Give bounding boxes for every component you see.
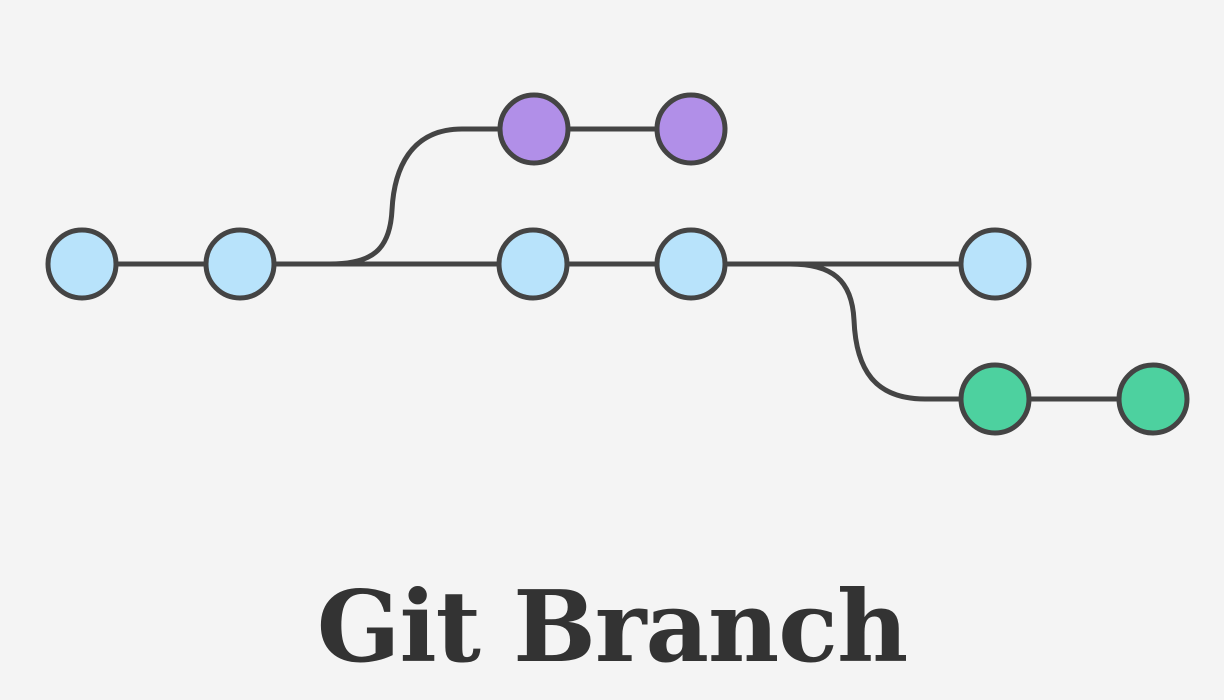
commit-node-main-2 [203, 227, 277, 301]
commit-node-feature-green-1 [958, 362, 1032, 436]
commit-nodes [45, 92, 1190, 436]
commit-node-feature-green-2 [1116, 362, 1190, 436]
branch-line-feature-purple [327, 126, 694, 267]
commit-node-feature-purple-2 [654, 92, 728, 166]
commit-node-main-4 [654, 227, 728, 301]
diagram-title: Git Branch [316, 570, 908, 685]
branch-line-feature-green [787, 261, 1156, 402]
commit-node-feature-purple-1 [497, 92, 571, 166]
commit-node-main-5 [958, 227, 1032, 301]
commit-node-main-1 [45, 227, 119, 301]
commit-node-main-3 [496, 227, 570, 301]
